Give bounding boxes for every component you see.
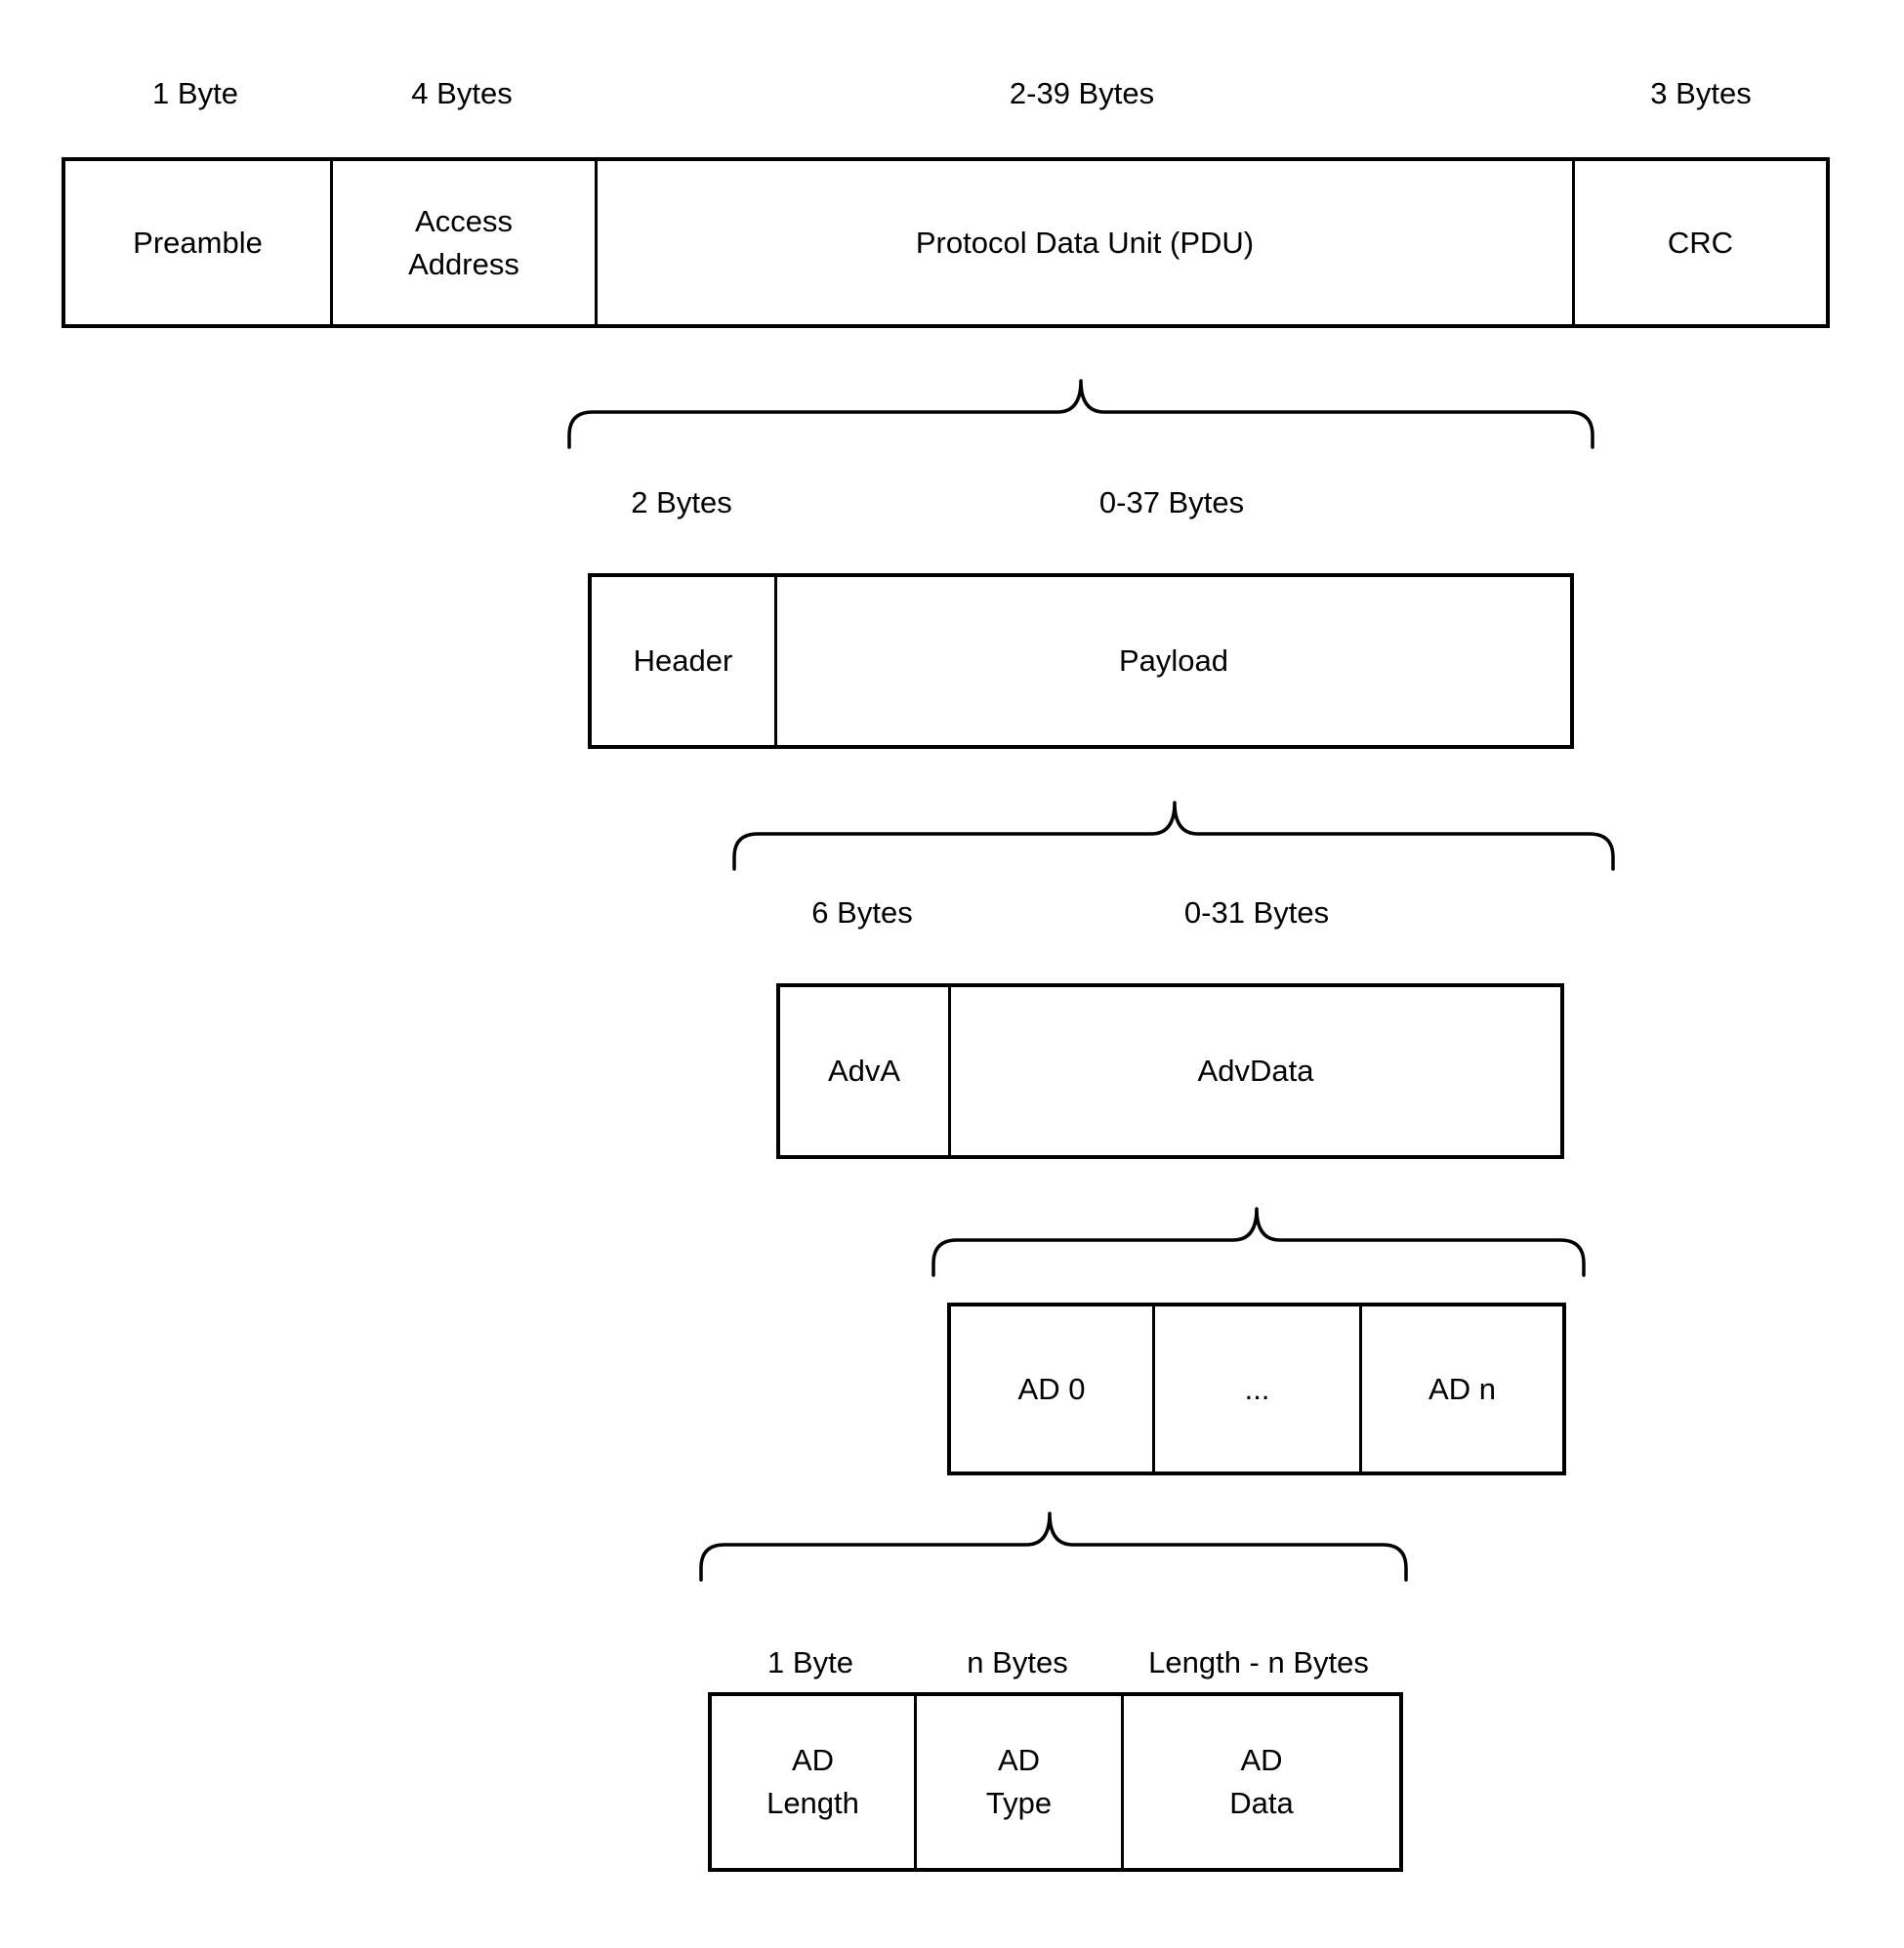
cell-pdu: Protocol Data Unit (PDU) [595, 161, 1572, 324]
cell-pdu-label: Protocol Data Unit (PDU) [915, 225, 1255, 260]
cell-ad-data-label: AD Data [1229, 1743, 1294, 1820]
cell-crc: CRC [1572, 161, 1826, 324]
cell-advdata-label: AdvData [1197, 1054, 1314, 1088]
pdu-row: Header Payload [588, 573, 1574, 749]
advdata-row: AD 0 ... AD n [947, 1303, 1566, 1475]
cell-payload: Payload [774, 577, 1570, 745]
ad-structure-row: AD Length AD Type AD Data [708, 1692, 1403, 1872]
size-label-adva: 6 Bytes [811, 895, 913, 930]
cell-ad-length-label: AD Length [766, 1743, 859, 1820]
cell-advdata: AdvData [948, 987, 1560, 1155]
advdata-expansion-brace [931, 1207, 1586, 1277]
cell-payload-label: Payload [1118, 643, 1229, 678]
cell-access-address-label: Access Address [408, 203, 519, 281]
size-label-advdata: 0-31 Bytes [1183, 895, 1330, 930]
size-label-ad-data: Length - n Bytes [1148, 1645, 1369, 1679]
ad-structure-expansion-brace [699, 1512, 1408, 1582]
cell-ad-ellipsis: ... [1152, 1306, 1359, 1471]
cell-ad-0: AD 0 [951, 1306, 1152, 1471]
cell-ad-n: AD n [1359, 1306, 1562, 1471]
cell-access-address: Access Address [330, 161, 595, 324]
size-label-ad-type: n Bytes [967, 1645, 1068, 1679]
cell-header-label: Header [633, 643, 733, 678]
size-label-preamble: 1 Byte [152, 76, 238, 110]
cell-ad-ellipsis-label: ... [1244, 1371, 1270, 1406]
cell-preamble: Preamble [65, 161, 330, 324]
size-label-header: 2 Bytes [631, 485, 732, 519]
payload-row: AdvA AdvData [776, 983, 1564, 1159]
cell-ad-0-label: AD 0 [1017, 1371, 1086, 1406]
pdu-expansion-brace [567, 379, 1594, 449]
cell-ad-length: AD Length [712, 1696, 914, 1868]
payload-expansion-brace [732, 801, 1615, 871]
size-label-ad-length: 1 Byte [767, 1645, 853, 1679]
size-label-access-address: 4 Bytes [411, 76, 513, 110]
cell-crc-label: CRC [1667, 225, 1734, 260]
size-label-crc: 3 Bytes [1650, 76, 1752, 110]
size-label-pdu: 2-39 Bytes [1009, 76, 1155, 110]
size-label-payload: 0-37 Bytes [1098, 485, 1245, 519]
cell-preamble-label: Preamble [133, 225, 263, 260]
cell-adva-label: AdvA [827, 1054, 901, 1088]
cell-ad-data: AD Data [1121, 1696, 1399, 1868]
cell-ad-type: AD Type [914, 1696, 1121, 1868]
cell-header: Header [592, 577, 774, 745]
cell-ad-type-label: AD Type [985, 1743, 1053, 1820]
packet-row: Preamble Access Address Protocol Data Un… [62, 157, 1830, 328]
cell-adva: AdvA [780, 987, 948, 1155]
cell-ad-n-label: AD n [1428, 1371, 1496, 1406]
